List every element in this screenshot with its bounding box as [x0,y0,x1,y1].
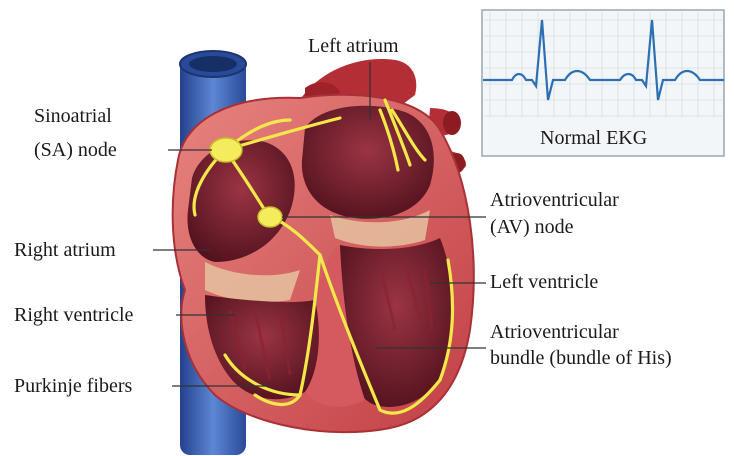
sa-node-label-line2: (SA) node [34,138,117,162]
av-node [258,207,282,227]
ekg-caption: Normal EKG [540,126,647,150]
av-node-label-line1: Atrioventricular [490,188,619,212]
av-bundle-label-line1: Atrioventricular [490,320,619,344]
left-atrium-label: Left atrium [308,34,399,58]
sa-node [210,138,242,162]
right-atrium-label: Right atrium [14,238,116,262]
right-ventricle-label: Right ventricle [14,303,133,327]
av-bundle-label-line2: bundle (bundle of His) [490,346,672,370]
sa-node-label-line1: Sinoatrial [34,104,112,128]
av-node-label-line2: (AV) node [490,215,574,239]
purkinje-fibers-label: Purkinje fibers [14,374,132,398]
left-ventricle-label: Left ventricle [490,270,598,294]
